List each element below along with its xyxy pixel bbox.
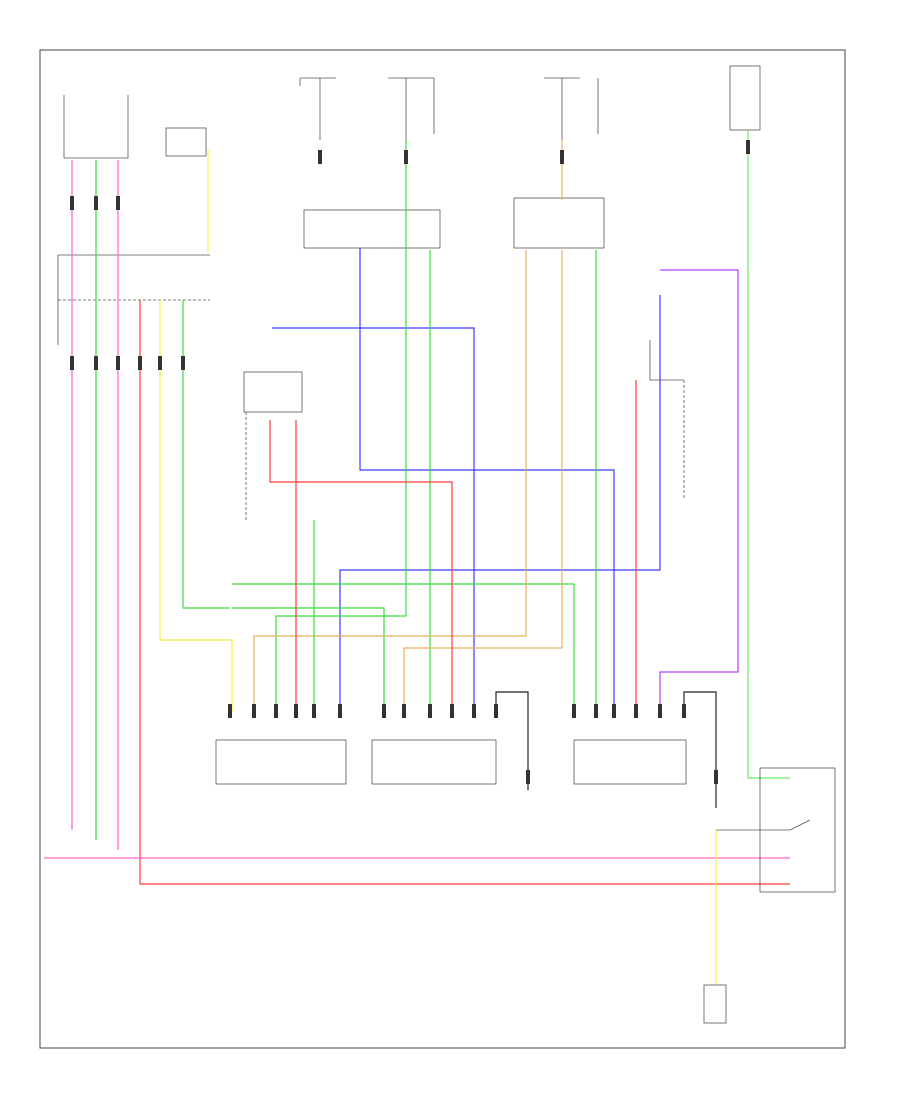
module-top-left [63,95,129,159]
wire-red-bottom [139,300,790,885]
wire-green-2 [275,140,407,716]
wire-green-5 [232,607,385,716]
wire-green-mid [182,300,230,609]
wire-red-mid [269,420,453,716]
wire-green-4 [232,583,575,716]
wire-yellow-left [159,300,233,712]
diagram-frame [39,49,846,1049]
fuse-box-far [729,65,761,131]
relay-2 [513,197,605,249]
wire-black-2 [683,691,717,808]
wire-tan-2 [403,250,563,716]
wire-purple-right [659,269,739,716]
control-unit [57,254,210,345]
fuse-tap-2 [388,77,435,140]
wire-blue-1 [272,327,475,716]
ground-unit [703,984,727,1024]
wire-black-1 [495,691,529,790]
wire-lightgreen-right [747,130,790,779]
relay-1 [303,209,441,249]
wire-blue-2 [359,248,615,716]
wire-tan-1 [253,250,527,716]
module-small-box [165,127,207,157]
wire-blue-3 [339,295,661,716]
mirror-left [215,739,347,785]
fuse-tap-3 [544,77,599,140]
mirror-right [573,739,687,785]
switch-unit [243,371,303,413]
fuse-tap-1 [299,77,336,140]
connector-markers [70,140,750,784]
position-sensor [649,340,684,381]
mirror-mid [371,739,497,785]
